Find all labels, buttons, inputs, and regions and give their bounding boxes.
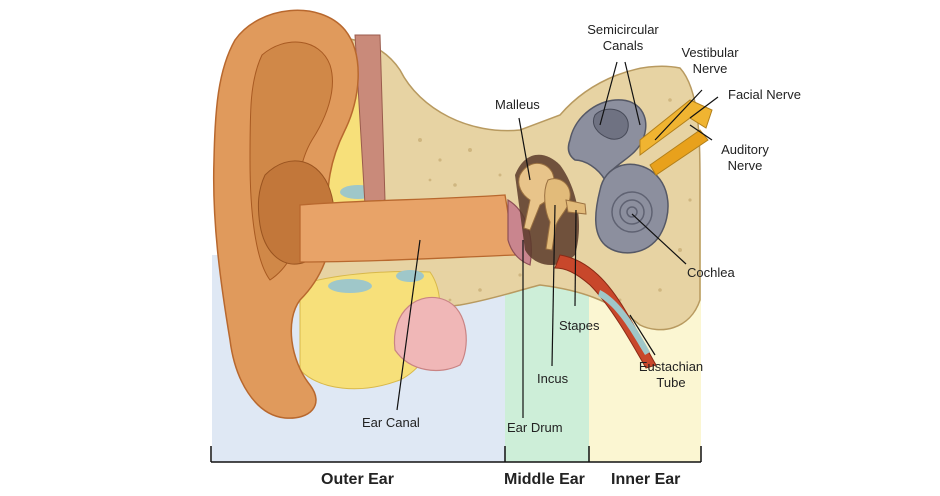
cochlea-shape: [595, 163, 669, 254]
label-eustachian-line2: Tube: [656, 375, 686, 390]
leader-ear-canal: [396, 239, 421, 411]
leader-facial: [689, 96, 719, 119]
leader-incus: [551, 204, 556, 367]
stapes-bone: [565, 199, 587, 215]
label-semicircular-line1: Semicircular: [587, 22, 659, 37]
label-incus: Incus: [537, 371, 569, 386]
label-auditory-line1: Auditory: [721, 142, 769, 157]
leader-semicircular-b: [624, 61, 641, 126]
leader-cochlea: [631, 213, 687, 265]
cochlea-spiral-3: [626, 206, 638, 218]
leader-auditory: [689, 124, 713, 141]
label-eustachian-tube: Eustachian Tube: [631, 359, 711, 391]
leader-stapes: [574, 209, 577, 307]
cochlea-spiral-1: [611, 191, 653, 233]
leader-eustachian: [629, 314, 656, 356]
label-semicircular-line2: Canals: [602, 38, 644, 53]
label-stapes: Stapes: [559, 318, 600, 333]
section-inner-ear: Inner Ear: [611, 471, 681, 488]
parotid-gland: [393, 296, 467, 372]
label-ear-canal: Ear Canal: [362, 415, 420, 430]
section-middle-ear: Middle Ear: [504, 471, 585, 488]
cartilage-3: [328, 279, 372, 293]
eustachian-tube: [554, 254, 657, 369]
label-facial-nerve: Facial Nerve: [728, 87, 801, 102]
label-malleus: Malleus: [495, 97, 540, 112]
cochlea-spiral-2: [619, 199, 645, 225]
label-eustachian-line1: Eustachian: [638, 359, 704, 374]
label-cochlea: Cochlea: [687, 265, 735, 280]
leader-semicircular-a: [599, 61, 618, 126]
label-vestibular-line1: Vestibular: [681, 45, 739, 60]
facial-nerve: [649, 129, 709, 176]
cartilage-4: [396, 270, 424, 282]
label-auditory-nerve: Auditory Nerve: [707, 142, 783, 174]
ear-canal-tube: [299, 194, 516, 263]
label-auditory-line2: Nerve: [727, 158, 763, 173]
section-outer-ear: Outer Ear: [321, 471, 394, 488]
label-ear-drum: Ear Drum: [507, 420, 563, 435]
eustachian-tube-lining: [598, 290, 650, 355]
leader-lines: [396, 61, 719, 418]
incus-bone: [544, 178, 571, 251]
section-brackets: [210, 446, 702, 463]
leader-vestibular: [654, 89, 703, 141]
label-semicircular-canals: Semicircular Canals: [577, 22, 669, 54]
label-vestibular-nerve: Vestibular Nerve: [670, 45, 750, 77]
label-vestibular-line2: Nerve: [692, 61, 728, 76]
leader-malleus: [518, 117, 531, 181]
